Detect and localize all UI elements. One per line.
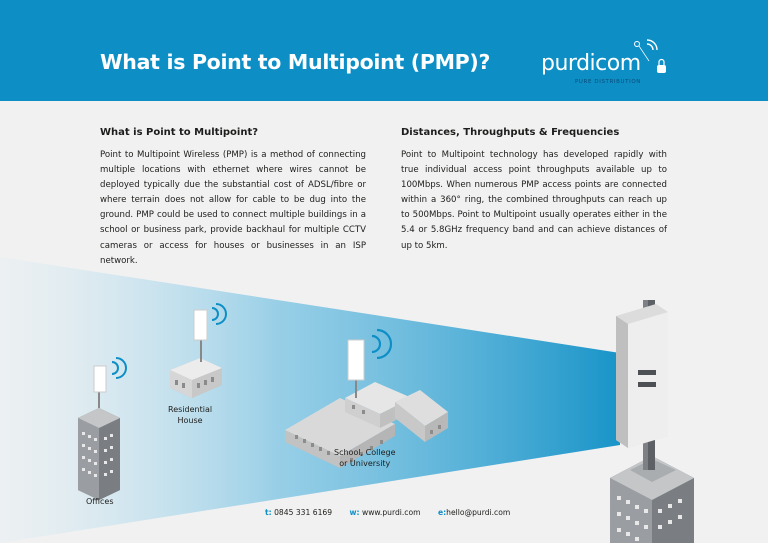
footer-email-link[interactable]: hello@purdi.com [446,508,511,517]
logo-wordmark: purdicom [541,51,641,76]
school-label: School, College or University [334,447,396,469]
intro-body: Point to Multipoint Wireless (PMP) is a … [100,150,366,266]
throughput-body: Point to Multipoint technology has devel… [401,150,667,251]
contact-footer: t: 0845 331 6169 w: www.purdi.com e:hell… [265,508,525,517]
school-label-text: School, College or University [334,448,396,468]
logo-tagline: PURE DISTRIBUTION [575,79,641,85]
offices-building-icon [78,357,127,500]
intro-heading: What is Point to Multipoint? [100,127,259,138]
logo-wifi-lock-icon [634,39,666,73]
page-title: What is Point to Multipoint (PMP)? [100,50,491,74]
coverage-beam [0,257,620,543]
access-point-tower-icon [610,300,694,543]
purdicom-logo: purdicom PURE DISTRIBUTION [541,37,671,87]
residential-house-label: Residential House [168,404,212,426]
footer-email-key: e: [437,508,447,517]
throughput-heading: Distances, Throughputs & Frequencies [401,127,620,138]
residential-house-label-text: Residential House [168,405,213,425]
throughput-section: Distances, Throughputs & Frequencies Poi… [401,127,667,254]
footer-web-key: w: [349,508,360,517]
residential-house-icon [170,303,227,398]
footer-web-link[interactable]: www.purdi.com [361,508,421,517]
school-campus-icon [285,328,448,468]
header-banner: What is Point to Multipoint (PMP)? purdi… [0,0,768,101]
offices-label: Offices [86,496,114,507]
footer-phone-value: 0845 331 6169 [274,508,333,517]
footer-phone-key: t: [265,508,272,517]
footer-web[interactable]: w: www.purdi.com [350,508,421,517]
footer-phone: t: 0845 331 6169 [265,508,332,517]
footer-email[interactable]: e:hello@purdi.com [438,508,510,517]
pmp-intro-section: What is Point to Multipoint? Point to Mu… [100,127,366,269]
offices-label-text: Offices [86,497,114,506]
